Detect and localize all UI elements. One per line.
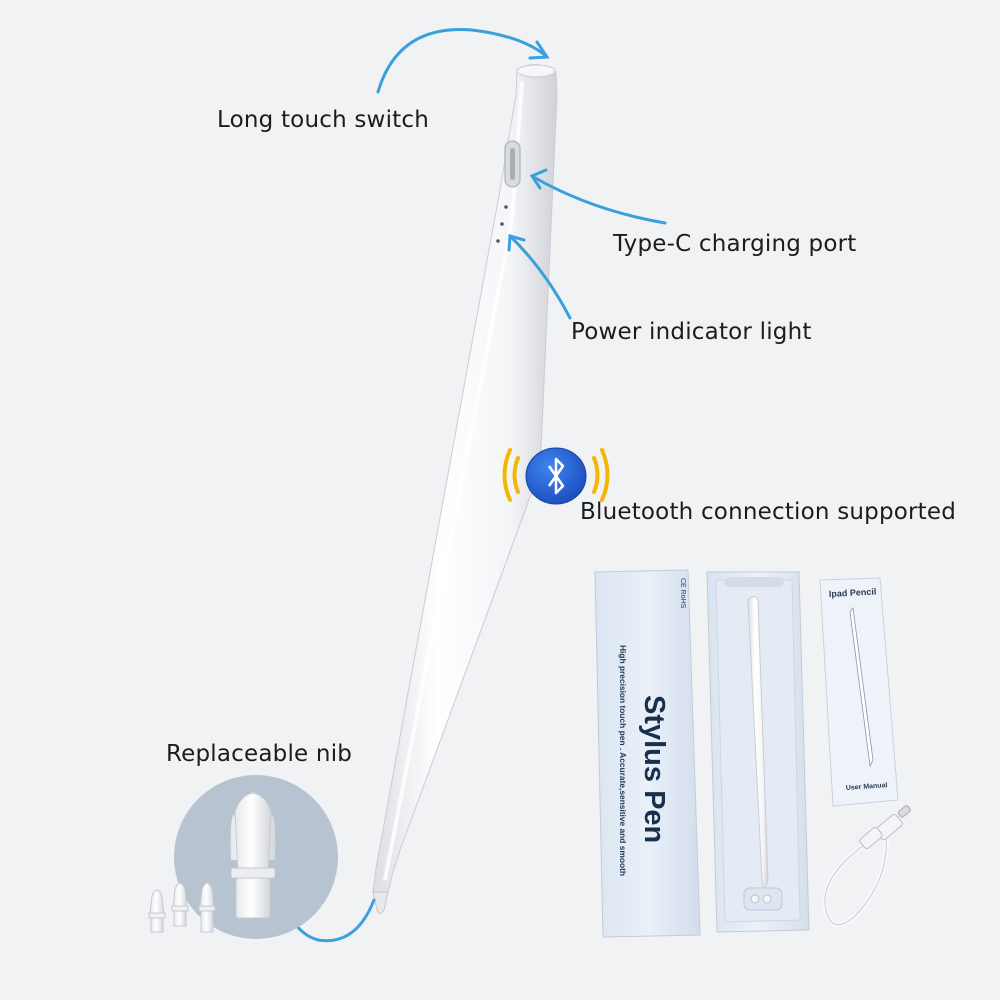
arrow-power-indicator	[508, 234, 572, 320]
arrow-long-touch-switch	[376, 28, 548, 94]
indicator-dot	[496, 239, 500, 243]
box-subtitle: High precision touch pen . Accurate,sens…	[618, 645, 628, 876]
signal-waves-icon	[502, 448, 610, 502]
tray-pen	[747, 596, 769, 892]
cert-marks: CE RoHS	[679, 578, 686, 609]
box-title: Stylus Pen	[638, 695, 670, 843]
stylus-pen	[372, 64, 558, 914]
label-power-indicator: Power indicator light	[571, 319, 812, 345]
arrow-head	[507, 234, 526, 252]
spare-nib	[198, 882, 216, 933]
label-type-c-port: Type-C charging port	[613, 231, 857, 257]
usb-c-cable-icon	[822, 805, 911, 928]
large-nib	[230, 792, 276, 919]
spare-nib	[148, 889, 166, 933]
arrow-type-c-port	[530, 174, 667, 225]
bluetooth-icon	[547, 457, 565, 495]
arrow-head	[529, 168, 548, 190]
manual-pen-drawing	[849, 606, 874, 768]
arrow-head	[528, 40, 550, 60]
tray-notch	[724, 577, 784, 587]
bluetooth-badge	[502, 447, 610, 505]
label-long-touch-switch: Long touch switch	[217, 107, 429, 133]
retail-box: Stylus Pen High precision touch pen . Ac…	[594, 569, 701, 938]
label-bluetooth: Bluetooth connection supported	[580, 499, 957, 525]
type-c-port	[504, 140, 521, 188]
indicator-dot	[504, 205, 508, 209]
spare-nib	[171, 882, 189, 927]
manual-footer: User Manual	[846, 782, 888, 792]
indicator-dot	[500, 222, 504, 226]
manual-title: Ipad Pencil	[829, 587, 877, 599]
nib-showcase	[148, 775, 338, 939]
label-replaceable-nib: Replaceable nib	[166, 741, 353, 767]
user-manual: Ipad Pencil User Manual	[819, 577, 899, 807]
pen-tray	[706, 571, 810, 933]
